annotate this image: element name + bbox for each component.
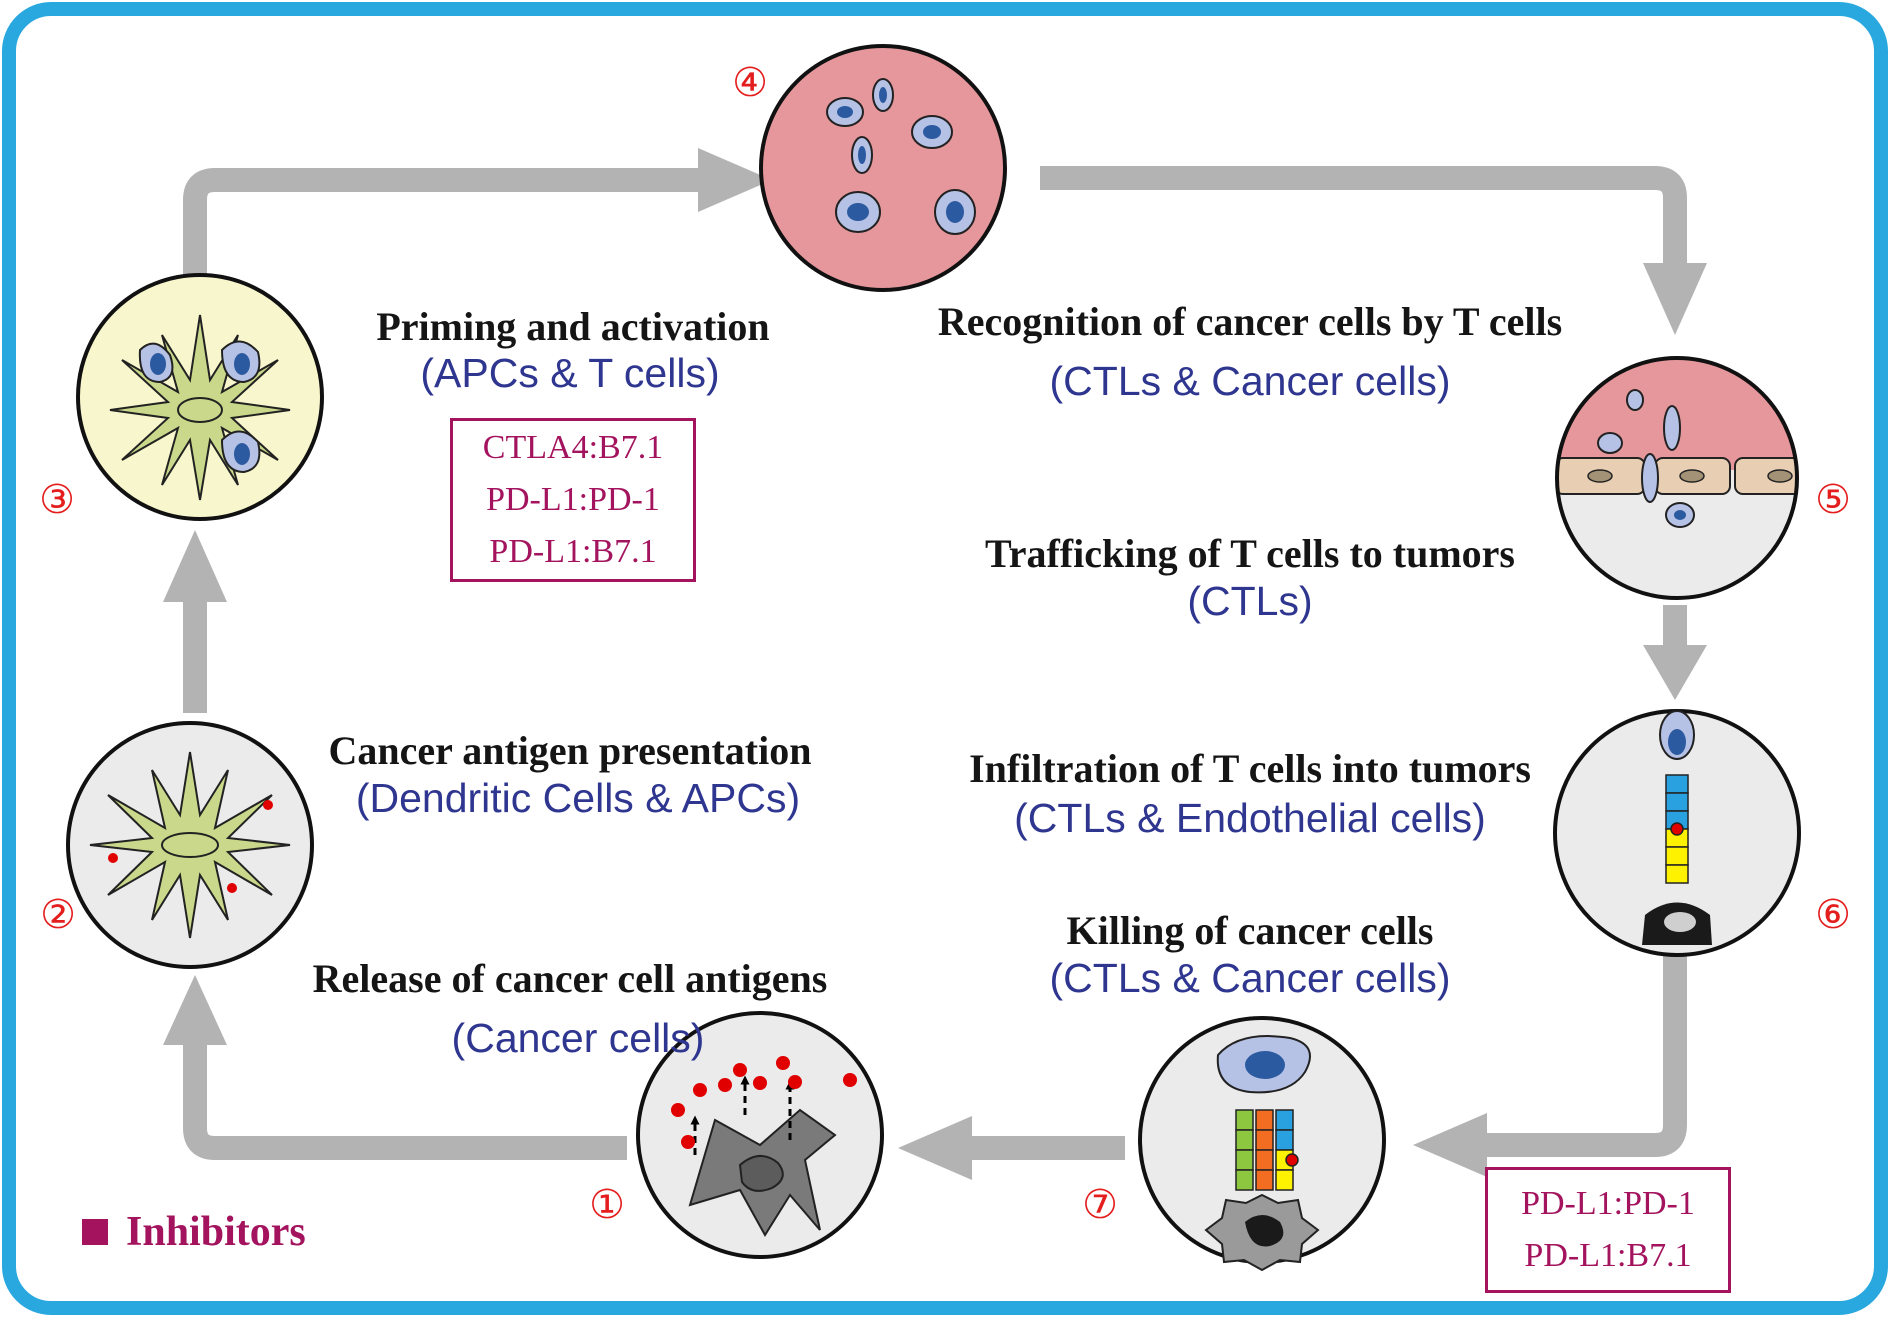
step-7-subtitle: (CTLs & Cancer cells) <box>1049 955 1451 1001</box>
receptor-column <box>1665 774 1689 884</box>
step-5-subtitle: (CTLs) <box>1187 578 1313 624</box>
inhibitor-pair: PD-L1:B7.1 <box>1524 1237 1692 1274</box>
arrowhead-1-to-2 <box>163 975 227 1045</box>
step-4-subtitle: (CTLs & Cancer cells) <box>1049 358 1451 404</box>
arrowhead-6-to-7 <box>1413 1113 1487 1177</box>
synapse-receptors <box>1235 1109 1299 1191</box>
arrowhead-3-to-4 <box>698 148 772 212</box>
inhibitor-pair: CTLA4:B7.1 <box>482 429 664 466</box>
step-3-subtitle: (APCs & T cells) <box>420 350 720 396</box>
arrow-1-to-2 <box>183 1045 627 1160</box>
step-1-subtitle: (Cancer cells) <box>451 1015 705 1061</box>
arrowhead-5-to-6 <box>1643 645 1707 700</box>
step-6-illustration <box>1553 709 1801 957</box>
step-7-illustration <box>1138 1016 1386 1272</box>
inhibitor-pair: PD-L1:PD-1 <box>486 481 660 518</box>
step-1-title: Release of cancer cell antigens <box>312 956 828 1001</box>
legend: Inhibitors <box>82 1208 306 1256</box>
step-6-subtitle: (CTLs & Endothelial cells) <box>1014 795 1486 841</box>
apc-nucleus <box>177 397 223 423</box>
antigen-dot <box>263 800 273 810</box>
antigen-dots <box>671 1056 857 1149</box>
inhibitor-pair: PD-L1:PD-1 <box>1521 1185 1695 1222</box>
arrowhead-2-to-3 <box>163 530 227 602</box>
cycle-arrows <box>163 148 1707 1180</box>
step-7-title: Killing of cancer cells <box>1066 908 1434 953</box>
step-3-number: ③ <box>39 477 75 523</box>
inhibitor-box-killing: PD-L1:PD-1 PD-L1:B7.1 <box>1485 1167 1731 1293</box>
arrowhead-7-to-1 <box>898 1116 972 1180</box>
step-2-illustration <box>66 721 314 969</box>
step-4-illustration <box>759 44 1007 292</box>
release-arrows <box>690 1075 795 1155</box>
step-4-title: Recognition of cancer cells by T cells <box>937 299 1563 344</box>
cancer-cell-nucleus <box>738 1155 784 1192</box>
antigen-dot <box>108 853 118 863</box>
step-5-title: Trafficking of T cells to tumors <box>985 531 1515 576</box>
arrow-6-to-7 <box>1485 955 1687 1157</box>
step-6-number: ⑥ <box>1815 892 1851 938</box>
step-5-illustration <box>1555 356 1799 600</box>
legend-label: Inhibitors <box>126 1209 306 1255</box>
t-cells <box>138 340 261 474</box>
arrow-3-to-4 <box>183 168 700 275</box>
dendritic-nucleus <box>161 832 219 858</box>
infiltrating-t-cells <box>826 78 976 235</box>
step-2-subtitle: (Dendritic Cells & APCs) <box>355 775 801 821</box>
step-1-number: ① <box>589 1182 625 1228</box>
step-6-title: Infiltration of T cells into tumors <box>969 746 1531 791</box>
step-7-number: ⑦ <box>1082 1182 1118 1228</box>
step-5-circle <box>1555 356 1799 600</box>
arrow-4-to-5 <box>1040 166 1687 265</box>
inhibitor-box-priming: CTLA4:B7.1 PD-L1:PD-1 PD-L1:B7.1 <box>450 418 696 582</box>
antigen-dot <box>227 883 237 893</box>
legend-swatch <box>82 1219 108 1245</box>
step-4-number: ④ <box>732 60 768 106</box>
step-3-illustration <box>76 273 324 521</box>
step-3-title: Priming and activation <box>376 304 770 349</box>
step-2-number: ② <box>40 892 76 938</box>
step-2-title: Cancer antigen presentation <box>328 728 812 773</box>
step-5-number: ⑤ <box>1815 477 1851 523</box>
step-1-illustration <box>636 1011 884 1259</box>
inhibitor-pair: PD-L1:B7.1 <box>489 533 657 570</box>
arrowhead-4-to-5 <box>1643 263 1707 335</box>
